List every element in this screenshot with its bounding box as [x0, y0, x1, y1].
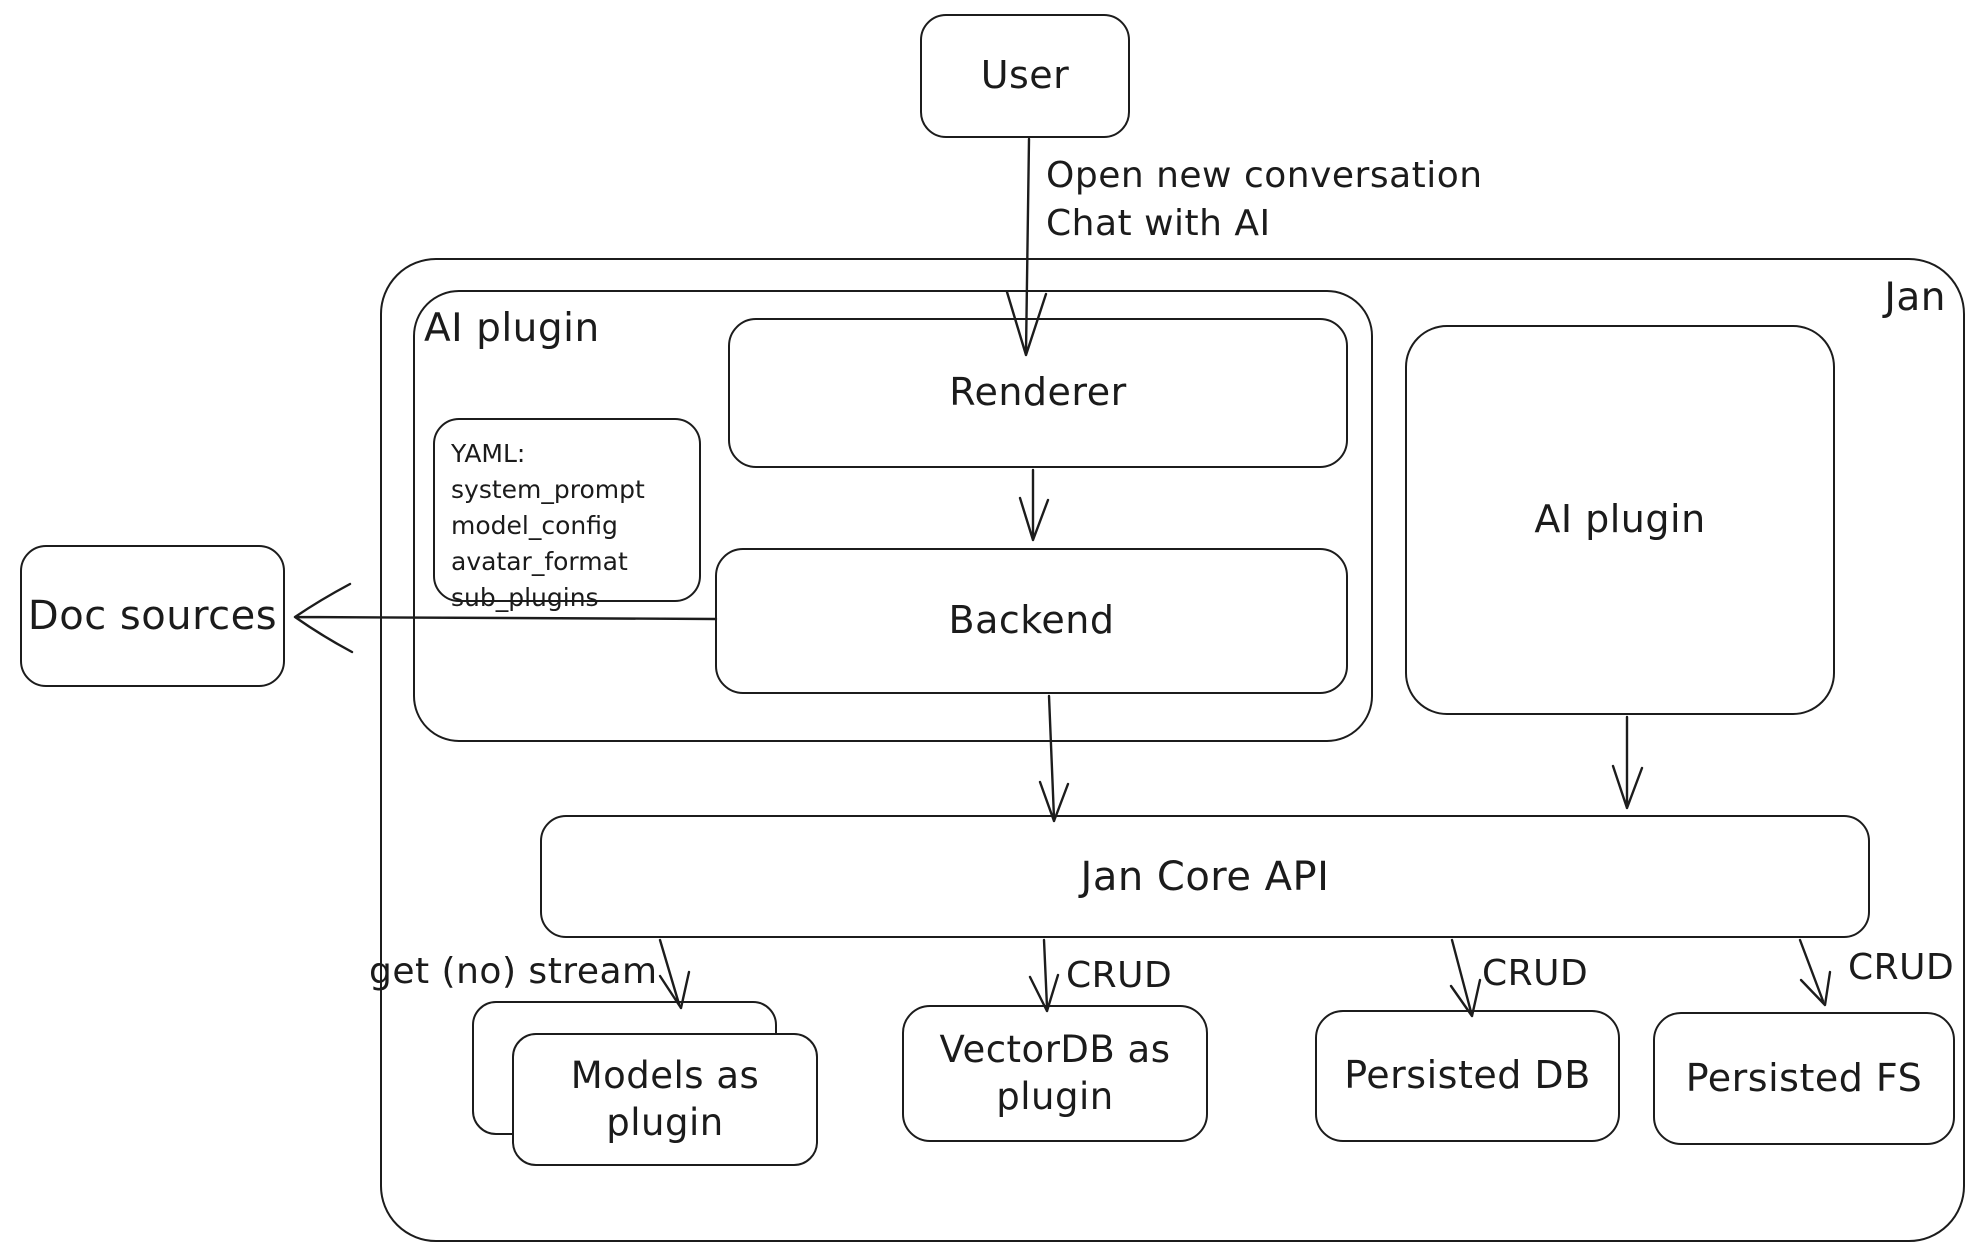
jan-container-label: Jan — [1884, 275, 1946, 320]
node-doc-sources: Doc sources — [20, 545, 285, 687]
node-renderer: Renderer — [728, 318, 1348, 468]
node-backend-label: Backend — [948, 598, 1115, 643]
node-doc-sources-label: Doc sources — [27, 593, 278, 639]
node-ai-plugin-right-label: AI plugin — [1534, 497, 1706, 542]
edge-label-get-no-stream: get (no) stream — [369, 951, 658, 992]
edge-label-user-flow: Open new conversation Chat with AI — [1046, 152, 1483, 247]
edge-label-crud-persisted-fs: CRUD — [1848, 947, 1955, 988]
node-user: User — [920, 14, 1130, 138]
node-vectordb-as-plugin: VectorDB as plugin — [902, 1005, 1208, 1142]
node-yaml-note: YAML: system_prompt model_config avatar_… — [433, 418, 701, 612]
edge-label-crud-vectordb: CRUD — [1066, 955, 1173, 996]
node-persisted-fs-label: Persisted FS — [1685, 1055, 1923, 1100]
node-persisted-db-label: Persisted DB — [1344, 1053, 1591, 1098]
node-models-as-plugin-label: Models as plugin — [570, 1054, 760, 1144]
node-jan-core-api: Jan Core API — [540, 815, 1870, 938]
yaml-line: system_prompt — [451, 475, 645, 504]
node-renderer-label: Renderer — [949, 370, 1127, 415]
node-persisted-fs: Persisted FS — [1653, 1012, 1955, 1145]
yaml-line: YAML: — [451, 439, 526, 468]
ai-plugin-container-label: AI plugin — [424, 306, 600, 351]
edge-label-chat-with-ai: Chat with AI — [1046, 202, 1271, 244]
yaml-note-text: YAML: system_prompt model_config avatar_… — [451, 436, 645, 616]
node-persisted-db: Persisted DB — [1315, 1010, 1620, 1142]
node-backend: Backend — [715, 548, 1348, 694]
edge-label-open-conversation: Open new conversation — [1046, 155, 1483, 196]
yaml-line: avatar_format — [451, 547, 628, 576]
node-user-label: User — [980, 53, 1070, 98]
node-models-as-plugin: Models as plugin — [512, 1033, 818, 1166]
node-vectordb-as-plugin-label: VectorDB as plugin — [939, 1028, 1171, 1118]
node-jan-core-api-label: Jan Core API — [1080, 853, 1330, 900]
yaml-line: sub_plugins — [451, 583, 599, 612]
node-ai-plugin-right: AI plugin — [1405, 325, 1835, 715]
edge-label-crud-persisted-db: CRUD — [1482, 953, 1589, 994]
yaml-line: model_config — [451, 511, 618, 540]
